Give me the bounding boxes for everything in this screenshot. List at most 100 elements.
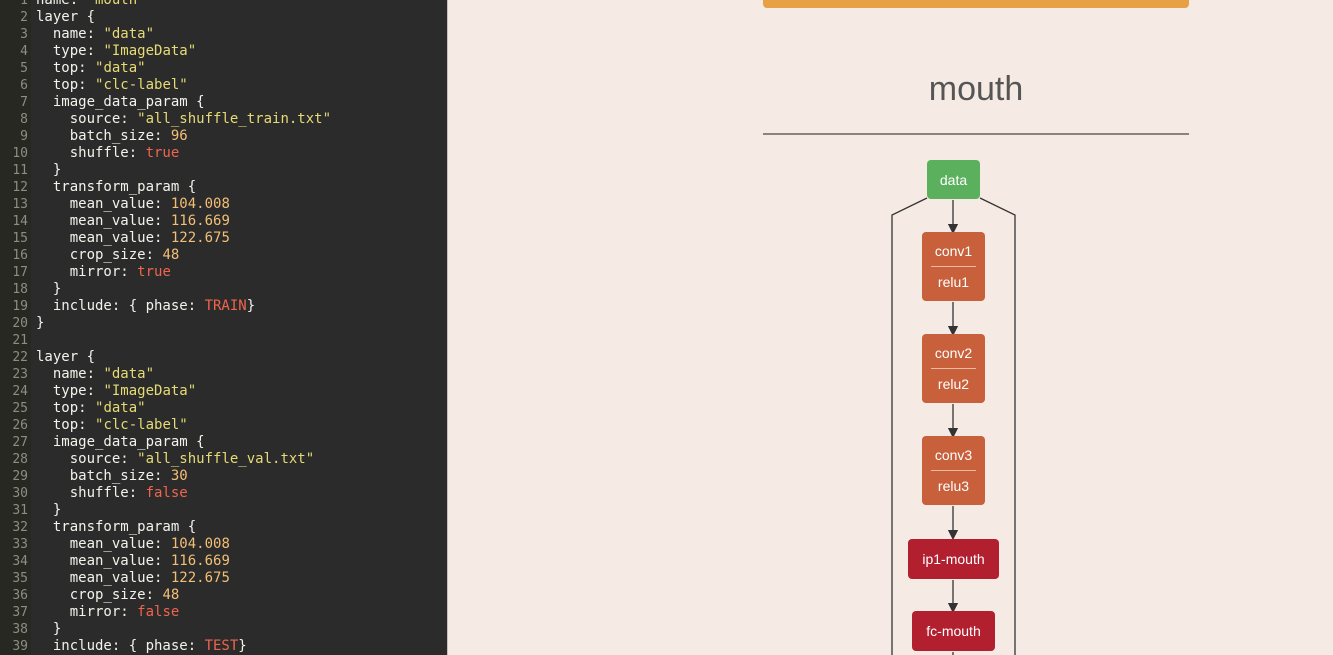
code-line[interactable]: 37 mirror: false — [0, 604, 448, 621]
node-data-label: data — [939, 171, 968, 188]
node-fc-mouth[interactable]: fc-mouth — [912, 611, 995, 651]
line-number: 6 — [20, 78, 28, 93]
code-line[interactable]: 15 mean_value: 122.675 — [0, 230, 448, 247]
label-edge-left — [891, 197, 928, 655]
line-number: 29 — [12, 469, 28, 484]
code-line[interactable]: 31 } — [0, 502, 448, 519]
code-text: top: "data" — [52, 400, 146, 416]
node-conv2-label: conv2 — [934, 345, 973, 361]
code-text: } — [52, 162, 62, 178]
line-number: 21 — [12, 333, 28, 348]
code-text: type: "ImageData" — [52, 383, 197, 399]
code-line[interactable]: 10 shuffle: true — [0, 145, 448, 162]
node-conv1-label: conv1 — [934, 243, 973, 259]
code-text: batch_size: 30 — [69, 468, 188, 484]
line-number: 15 — [12, 231, 28, 246]
code-line[interactable]: 4 type: "ImageData" — [0, 43, 448, 60]
code-line[interactable]: 1 name: "mouth" — [0, 0, 448, 9]
label-edge-right — [979, 197, 1016, 655]
code-line[interactable]: 7 image_data_param { — [0, 94, 448, 111]
code-line[interactable]: 12 transform_param { — [0, 179, 448, 196]
top-banner-bar — [763, 0, 1189, 8]
code-line[interactable]: 27 image_data_param { — [0, 434, 448, 451]
code-line[interactable]: 14 mean_value: 116.669 — [0, 213, 448, 230]
code-line[interactable]: 28 source: "all_shuffle_val.txt" — [0, 451, 448, 468]
code-text: transform_param { — [52, 519, 197, 535]
code-line[interactable]: 38 } — [0, 621, 448, 638]
line-number: 17 — [12, 265, 28, 280]
line-number: 35 — [12, 571, 28, 586]
code-line[interactable]: 36 crop_size: 48 — [0, 587, 448, 604]
line-number: 33 — [12, 537, 28, 552]
code-line[interactable]: 17 mirror: true — [0, 264, 448, 281]
node-data[interactable]: data — [927, 160, 980, 199]
code-line[interactable]: 24 type: "ImageData" — [0, 383, 448, 400]
code-text: top: "clc-label" — [52, 77, 188, 93]
code-line[interactable]: 33 mean_value: 104.008 — [0, 536, 448, 553]
line-number: 7 — [20, 95, 28, 110]
node-divider — [931, 470, 976, 471]
code-text: batch_size: 96 — [69, 128, 188, 144]
line-number: 18 — [12, 282, 28, 297]
code-text: shuffle: true — [69, 145, 180, 161]
code-line[interactable]: 11 } — [0, 162, 448, 179]
code-text: name: "mouth" — [36, 0, 146, 8]
code-line[interactable]: 23 name: "data" — [0, 366, 448, 383]
code-line[interactable]: 6 top: "clc-label" — [0, 77, 448, 94]
code-line[interactable]: 8 source: "all_shuffle_train.txt" — [0, 111, 448, 128]
panel-divider[interactable] — [447, 0, 448, 655]
code-line[interactable]: 39 include: { phase: TEST} — [0, 638, 448, 655]
code-line[interactable]: 20} — [0, 315, 448, 332]
code-line[interactable]: 29 batch_size: 30 — [0, 468, 448, 485]
line-number: 1 — [20, 0, 28, 8]
line-number: 28 — [12, 452, 28, 467]
code-text: top: "data" — [52, 60, 146, 76]
code-line[interactable]: 18 } — [0, 281, 448, 298]
code-text: mirror: true — [69, 264, 171, 280]
code-line[interactable]: 5 top: "data" — [0, 60, 448, 77]
graph-edges — [891, 197, 1016, 655]
code-line[interactable]: 21 — [0, 332, 448, 349]
node-conv3-relu3[interactable]: conv3 relu3 — [922, 436, 985, 505]
code-text: } — [36, 315, 45, 331]
line-number: 39 — [12, 639, 28, 654]
node-fc-label: fc-mouth — [926, 623, 981, 639]
line-number: 20 — [12, 316, 28, 331]
network-title: mouth — [928, 70, 1024, 108]
code-line[interactable]: 35 mean_value: 122.675 — [0, 570, 448, 587]
node-conv2-relu2[interactable]: conv2 relu2 — [922, 334, 985, 403]
code-line[interactable]: 32 transform_param { — [0, 519, 448, 536]
line-number: 38 — [12, 622, 28, 637]
code-text: mean_value: 116.669 — [69, 553, 230, 569]
code-line[interactable]: 16 crop_size: 48 — [0, 247, 448, 264]
node-ip1-mouth[interactable]: ip1-mouth — [908, 539, 999, 579]
code-text: image_data_param { — [52, 94, 205, 110]
code-line[interactable]: 13 mean_value: 104.008 — [0, 196, 448, 213]
line-number: 34 — [12, 554, 28, 569]
code-line[interactable]: 19 include: { phase: TRAIN} — [0, 298, 448, 315]
code-text: mean_value: 104.008 — [69, 196, 230, 212]
code-line[interactable]: 30 shuffle: false — [0, 485, 448, 502]
code-line[interactable]: 34 mean_value: 116.669 — [0, 553, 448, 570]
code-line[interactable]: 3 name: "data" — [0, 26, 448, 43]
code-line[interactable]: 9 batch_size: 96 — [0, 128, 448, 145]
line-number: 30 — [12, 486, 28, 501]
node-conv1-relu1[interactable]: conv1 relu1 — [922, 232, 985, 301]
code-text: top: "clc-label" — [52, 417, 188, 433]
node-relu2-label: relu2 — [937, 376, 970, 392]
network-diagram-panel: mouth data conv1 relu1 conv2 relu2 conv3 — [448, 0, 1333, 655]
code-text: include: { phase: TRAIN} — [52, 298, 256, 314]
code-text: } — [52, 281, 62, 297]
code-line[interactable]: 26 top: "clc-label" — [0, 417, 448, 434]
code-line[interactable]: 25 top: "data" — [0, 400, 448, 417]
code-text: mirror: false — [69, 604, 180, 620]
line-number: 25 — [12, 401, 28, 416]
line-number: 23 — [12, 367, 28, 382]
node-relu1-label: relu1 — [937, 274, 970, 290]
code-text: include: { phase: TEST} — [52, 638, 247, 654]
line-number: 37 — [12, 605, 28, 620]
